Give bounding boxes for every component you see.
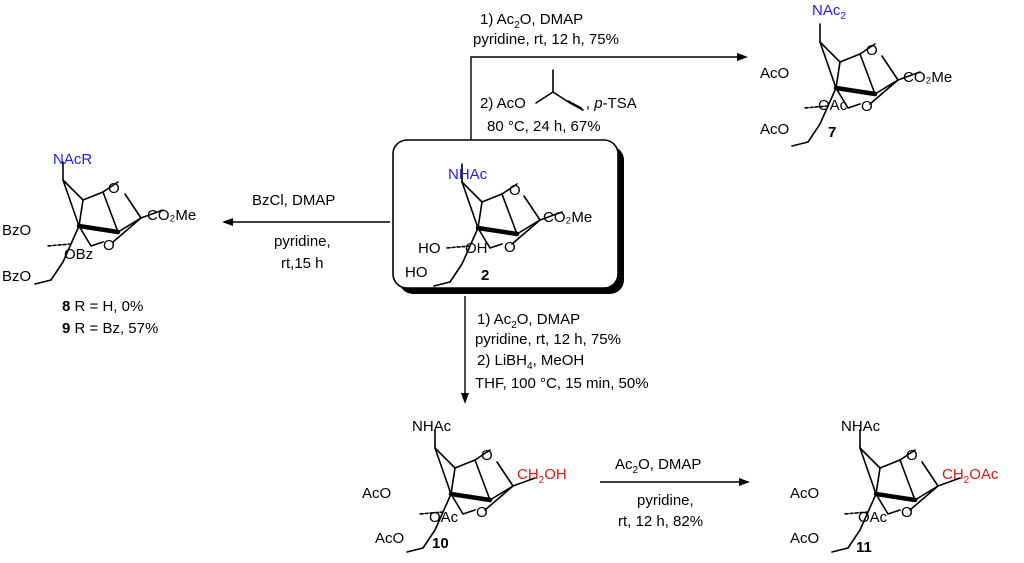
compound-2: NHAc O O CO₂Me HO OH HO 2 [392, 139, 624, 294]
compound-8-9: NAcR O O CO₂Me BzO OBz BzO 8 R = H, 0% 9… [2, 151, 196, 337]
condition-line-1: Ac2O, DMAP [615, 456, 701, 476]
condition-line-3: 2) LiBH4, MeOH [477, 352, 584, 372]
acetoxy-1: AcO [760, 65, 789, 82]
bridge-oxygen: O [861, 98, 873, 115]
bridge-oxygen: O [103, 237, 115, 254]
condition-line-2: pyridine, rt, 12 h, 75% [475, 331, 621, 348]
ring-oxygen: O [906, 447, 918, 464]
compound-8-yield: 8 R = H, 0% [62, 298, 143, 315]
bridge-oxygen: O [476, 504, 488, 521]
compound-9-yield: 9 R = Bz, 57% [62, 320, 158, 337]
arrow-to-11: Ac2O, DMAP pyridine, rt, 12 h, 82% [600, 456, 750, 530]
compound-number: 11 [856, 539, 872, 556]
hydroxyl-2: OH [465, 240, 488, 257]
acetoxy-2: OAc [858, 509, 888, 526]
benzoyloxy-3: BzO [2, 268, 31, 285]
ring-oxygen: O [481, 447, 493, 464]
condition-line-4: THF, 100 °C, 15 min, 50% [475, 375, 649, 392]
nacr-label: NAcR [53, 151, 92, 168]
isopropenyl-acetate-drawing [535, 69, 584, 111]
condition-line-2: pyridine, [274, 233, 331, 250]
compound-number: 10 [432, 535, 449, 552]
nhac-label: NHAc [841, 418, 881, 435]
acetoxy-1: AcO [362, 485, 391, 502]
ring-oxygen: O [509, 182, 521, 199]
benzoyloxy-1: BzO [2, 222, 31, 239]
arrow-to-7: 1) Ac2O, DMAP pyridine, rt, 12 h, 75% 2)… [470, 11, 748, 140]
compound-11: NHAc O O CH2OAc AcO OAc AcO 11 [790, 418, 999, 556]
ring-oxygen: O [108, 180, 120, 197]
condition-line-2: pyridine, rt, 12 h, 75% [473, 31, 619, 48]
condition-line-4: 80 °C, 24 h, 67% [487, 118, 601, 135]
ester-group: CO₂Me [147, 207, 196, 224]
acetoxy-3: AcO [760, 121, 789, 138]
condition-line-1: BzCl, DMAP [252, 192, 335, 209]
nhac-label: NHAc [448, 166, 488, 183]
compound-box [392, 139, 619, 289]
benzoyloxy-2: OBz [64, 246, 93, 263]
nac2-label: NAc2 [812, 2, 846, 22]
compound-number: 2 [481, 267, 489, 284]
compound-7: NAc2 O O CO₂Me AcO OAc AcO 7 [760, 2, 952, 146]
ester-group: CO₂Me [543, 209, 592, 226]
hydroxyl-1: HO [418, 240, 441, 257]
arrow-to-10: 1) Ac2O, DMAP pyridine, rt, 12 h, 75% 2)… [461, 296, 649, 404]
acetoxymethyl: CH2OAc [942, 466, 999, 486]
arrow-to-8-9: BzCl, DMAP pyridine, rt,15 h [222, 192, 390, 272]
acetoxy-3: AcO [790, 530, 819, 547]
acetoxy-3: AcO [375, 530, 404, 547]
hydroxyl-3: HO [405, 264, 428, 281]
acetoxy-2: OAc [429, 509, 459, 526]
condition-line-1: 1) Ac2O, DMAP [480, 11, 583, 31]
ring-oxygen: O [866, 42, 878, 59]
condition-line-3: 2) AcO, p-TSA [480, 95, 637, 112]
acetoxy-2: OAc [818, 97, 848, 114]
acetoxy-1: AcO [790, 485, 819, 502]
compound-number: 7 [828, 124, 836, 141]
bridge-oxygen: O [504, 239, 516, 256]
condition-line-3: rt,15 h [281, 255, 324, 272]
condition-line-1: 1) Ac2O, DMAP [477, 311, 580, 331]
hydroxymethyl: CH2OH [517, 466, 567, 486]
bridge-oxygen: O [901, 504, 913, 521]
condition-line-2: pyridine, [637, 492, 694, 509]
compound-10: NHAc O O CH2OH AcO OAc AcO 10 [362, 418, 567, 552]
ester-group: CO₂Me [903, 69, 952, 86]
condition-line-3: rt, 12 h, 82% [618, 513, 703, 530]
nhac-label: NHAc [412, 418, 452, 435]
